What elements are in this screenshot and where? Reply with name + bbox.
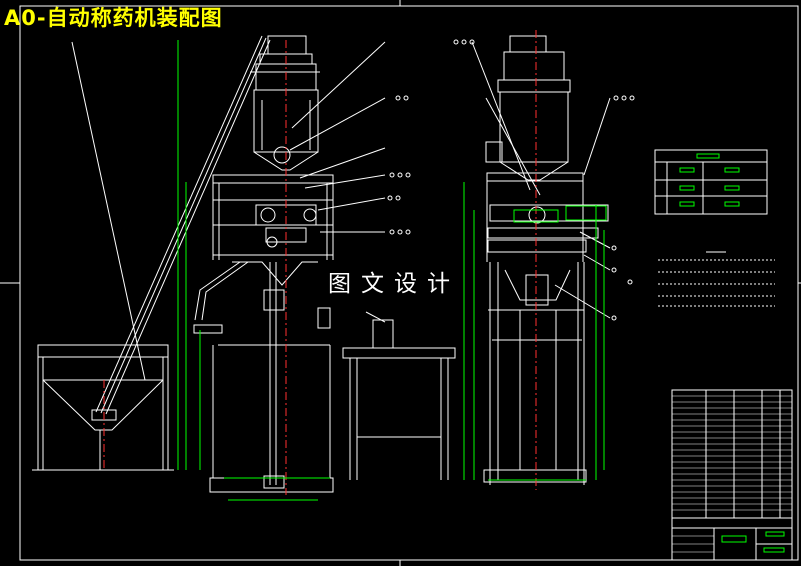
leader-lines-right: [471, 41, 611, 319]
part-tags: [387, 39, 635, 321]
screw-conveyor: [95, 35, 271, 415]
side-table: [342, 311, 456, 480]
front-view: [32, 35, 386, 493]
dimension-lines: [177, 40, 607, 501]
parts-list-rows: [672, 395, 792, 553]
technical-requirements-table: [654, 149, 768, 215]
notes-lines: [658, 251, 775, 307]
center-lines: [103, 30, 537, 495]
discharge-chute: [193, 261, 334, 493]
parts-list: [671, 389, 793, 561]
main-frame: [212, 174, 334, 286]
top-motor: [250, 35, 320, 91]
side-view: [483, 35, 609, 485]
drawing-title: A0-自动称药机装配图: [4, 6, 223, 30]
leader-lines-left: [71, 41, 386, 381]
watermark-text: 图文设计: [328, 271, 460, 297]
